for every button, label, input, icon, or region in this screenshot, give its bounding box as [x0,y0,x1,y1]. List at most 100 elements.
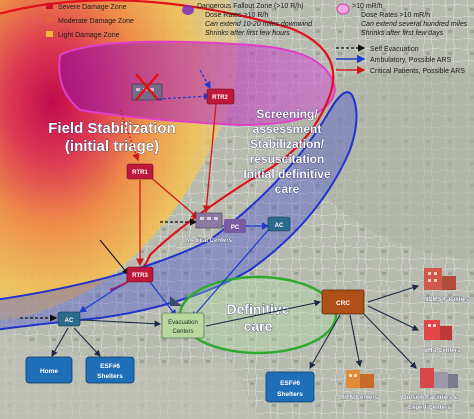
ndms-facility: NDMS Facilities [424,268,470,303]
fallout-low-title: >10 mR/h [352,3,383,10]
vha-facility: VHA Centers [424,320,461,354]
outside-line2: Expert Centers [408,405,451,411]
crc-label: CRC [336,300,350,307]
vha-label: VHA Centers [424,348,461,354]
esf6-left-line1: ESF#6 [100,363,120,370]
flow-arrow [199,69,211,90]
fallout-low-line1: Dose Rates >10 mR/h [361,12,430,19]
outside-facility: Outside Facilities & Expert Centers [402,368,459,411]
screening-label: Screening/ assessment Stabilization/ res… [243,107,331,197]
screening-line5: Initial definitive [243,167,331,181]
fallout-dangerous-line1: Dose Rates >10 R/h [205,12,268,19]
home-box: Home [25,356,73,384]
ritn-facility: RITN Centers [340,370,379,401]
screening-line1: Screening/ [256,107,318,121]
legend-item-moderate: Moderate Damage Zone [46,17,134,25]
fallout-low-line2: Can extend several hundred miles [361,21,468,28]
esf6-left-line2: Shelters [97,373,123,380]
fallout-dangerous-title: Dangerous Fallout Zone (>10 R/h) [197,3,303,10]
fallout-zone [58,40,337,127]
evacuation-centers-node: Evacuation Centers [161,296,205,339]
fallout-dangerous-line2: Can extend 10-20 miles downwind [205,21,313,28]
legend-label-critical: Critical Patients, Possible ARS [370,68,465,75]
destroyed-hospital-icon [131,73,163,101]
flow-arrow [202,103,217,214]
low-fallout-swatch-icon [336,3,350,15]
dangerous-fallout-swatch-icon [182,5,194,15]
legend-label-self-evacuation: Self Evacuation [370,46,419,53]
vha-building-icon [424,320,452,340]
airplane-icon [170,296,182,306]
field-stabilization-boundary [0,0,335,292]
flow-arrow [309,314,341,369]
ndms-building-icon [424,268,456,290]
flow-arrow [361,311,417,369]
field-stabilization-line2: (initial triage) [65,138,159,155]
definitive-line2: care [244,318,273,334]
evacuation-centers-line2: Centers [172,329,193,335]
legend-label-severe: Severe Damage Zone [58,4,127,11]
esf6-left-box: ESF#6 Shelters [85,356,135,384]
screening-line4: resuscitation [250,152,325,166]
rtr2-node: RTR2 [206,88,235,105]
legend-item-light: Light Damage Zone [46,31,120,39]
hospital-icon [195,212,223,229]
flow-arrow [99,239,129,275]
pc-badge [224,219,246,233]
rtr3-node: RTR3 [126,266,154,283]
legend-fallout-dangerous: Dangerous Fallout Zone (>10 R/h) Dose Ra… [182,3,313,37]
pc-label: PC [231,225,240,231]
legend-label-moderate: Moderate Damage Zone [58,18,134,25]
field-stabilization-line1: Field Stabilization [48,120,176,137]
ritn-label: RITN Centers [340,395,379,401]
flow-arrow [147,174,199,219]
outside-line1: Outside Facilities & [402,395,458,401]
ndms-label: NDMS Facilities [424,297,470,303]
flow-arrow [78,285,121,313]
flow-arrow [119,109,140,162]
screening-line6: care [275,182,300,196]
screening-line3: Stabilization/ [250,137,325,151]
flow-arrow [349,314,363,368]
light-swatch-icon [46,31,53,37]
flow-arrow [367,305,419,331]
rtr1-node: RTR1 [126,163,154,180]
terrain-shading [260,68,474,260]
crc-node: CRC [321,289,365,315]
flow-arrow [51,327,69,357]
medical-centers-node: PC Medical Centers [186,212,246,244]
legend-item-severe: Severe Damage Zone [46,3,127,11]
home-label: Home [40,368,58,375]
screening-zone [0,91,358,331]
rtr3-label: RTR3 [132,273,148,279]
field-stabilization-label: Field Stabilization (initial triage) [48,120,176,156]
medical-centers-label: Medical Centers [186,238,233,244]
flow-arrows [20,69,420,369]
definitive-line1: Definitive [226,301,289,317]
definitive-label: Definitive care [226,301,290,335]
ac-upper-node: AC [267,216,291,232]
rtr1-label: RTR1 [132,170,148,176]
fallout-dangerous-line3: Shrinks after first few hours [205,30,290,37]
esf6-right-line1: ESF#6 [280,380,300,387]
flow-arrow [149,281,177,317]
legend-damage: Severe Damage Zone Moderate Damage Zone … [46,3,134,39]
legend-fallout-low: >10 mR/h Dose Rates >10 mR/h Can extend … [336,3,468,37]
evacuation-centers-line1: Evacuation [168,320,198,326]
legend-arrows: Self Evacuation Ambulatory, Possible ARS… [336,44,465,75]
flow-arrow [205,299,322,327]
flow-arrow [157,92,212,100]
esf6-right-line2: Shelters [277,391,303,398]
outside-building-icon [420,368,458,388]
legend-label-light: Light Damage Zone [58,32,120,39]
flow-arrow [367,284,420,303]
flow-arrow [81,319,162,328]
flow-arrow [191,227,271,319]
ac-lower-label: AC [65,318,74,324]
esf6-right-box: ESF#6 Shelters [265,371,315,403]
flow-arrow [73,327,101,357]
rtr2-label: RTR2 [212,95,228,101]
moderate-swatch-icon [46,17,53,23]
severe-swatch-icon [46,3,53,9]
